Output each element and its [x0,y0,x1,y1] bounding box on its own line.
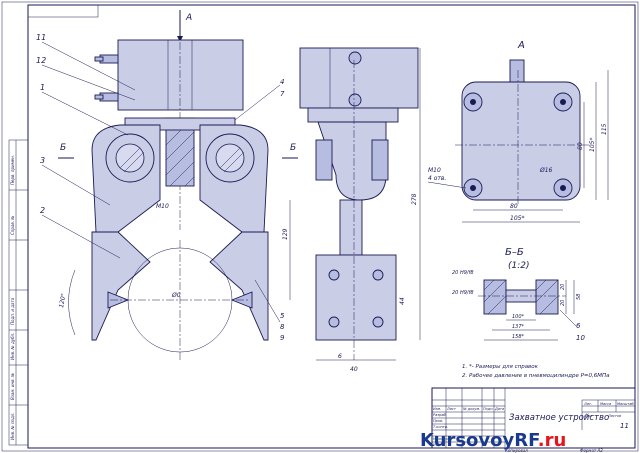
callout-5: 5 [280,312,285,320]
copy-label: Копировал [505,448,528,453]
callout-3: 3 [40,156,45,165]
tb-lit: Лит. [583,402,592,406]
dim-278: 278 [411,193,418,205]
dim-diameter: Ø0 [171,292,181,299]
tb-row: Утв. [433,443,440,447]
dim-b-20b: 20 [560,300,566,306]
fit-2: 20 H9/f8 [452,290,474,296]
section-b-scale: (1:2) [508,261,530,271]
section-b-right: Б [290,143,296,153]
callout-8: 8 [280,323,285,331]
section-b-title: Б–Б [505,247,524,258]
dim-40: 40 [350,366,358,373]
dim-a-115: 115 [601,123,608,135]
tb-scale: Масштаб [617,402,634,406]
callout-4: 4 [280,78,284,86]
drawing-title: Захватное устройство [509,413,609,423]
callout-2: 2 [40,206,45,215]
side-view: 278 44 6 40 [299,47,421,373]
section-b-left: Б [60,143,66,153]
pneumatic-cylinder [117,39,244,111]
margin-label: Взам. инв. № [10,373,15,400]
dim-44: 44 [399,297,406,305]
margin-label: Инв. № подл. [10,412,15,440]
tb-sheet: Лист [583,414,594,418]
tb-sheets: Листов [607,414,621,418]
dim-b-158: 158* [512,334,525,340]
margin-label: Инв. № дубл. [10,333,15,360]
note-1: 1. *- Размеры для справок [462,364,539,370]
left-jaw [91,231,151,341]
callout-7: 7 [280,90,285,98]
view-a-marker: А [185,13,192,23]
view-a-body [461,81,581,201]
dim-b-137: 137* [512,324,525,330]
tb-row: Пров. [433,419,443,423]
callout-10: 10 [576,334,585,342]
dim-a-d16: Ø16 [539,167,553,174]
format-label: Формат А2 [580,448,603,453]
dim-b-100: 100* [512,314,525,320]
tb-col: Изм. [433,407,441,411]
dim-a-105: 105* [510,215,524,222]
margin-label: Подп. и дата [10,297,15,325]
dim-a-105v: 105* [589,138,596,152]
tb-col: Лист [446,407,457,411]
dim-6: 6 [338,353,342,360]
dim-a-80v: 80 [577,142,584,150]
callout-1: 1 [40,83,45,92]
front-view: А [36,10,298,360]
watermark-domain: .ru [538,430,567,451]
top-stamp [27,4,99,18]
callout-6: 6 [576,322,581,330]
dim-m10: М10 [156,203,169,210]
dim-a-m10: М10 [428,167,441,174]
dim-a-80: 80 [510,203,518,210]
view-a: А 80 105* 80 105* 115 М10 4 отв. Ø16 [427,40,609,223]
right-jaw [209,231,269,341]
callout-12: 12 [36,56,46,65]
tb-col: Дата [494,407,504,411]
dim-b-58: 58 [576,294,582,300]
watermark-main: KursovoyRF [420,430,539,451]
title-block: Изм. Лист № докум. Подп. Дата Разраб. Пр… [431,387,636,449]
tb-mass: Масса [600,402,611,406]
dim-129: 129 [282,228,289,240]
side-jaw-plate [315,254,397,341]
callout-11: 11 [36,33,46,42]
dim-a-holes: 4 отв. [428,175,446,182]
callout-9: 9 [280,334,285,342]
sheet-number: 11 [620,422,629,430]
dim-b-20a: 20 [560,284,566,290]
left-margin-strip: Перв. примен. Справ. № Подп. и дата Инв.… [8,139,29,446]
tb-row: Разраб. [433,413,447,417]
margin-label: Справ. № [10,216,15,235]
dim-angle: 120° [58,293,67,308]
tb-col: Подп. [483,407,494,411]
fit-1: 20 H9/f8 [452,270,474,276]
tb-row: Н.контр. [433,437,449,441]
tb-row: Т.контр. [433,425,448,429]
view-a-title: А [517,40,525,51]
watermark-text: KursovoyRF.ru [420,430,566,451]
tb-col: № докум. [462,407,480,411]
section-b: Б–Б (1:2) 20 H9/f8 20 H9/f8 100* 137* 15… [452,247,585,342]
note-2: 2. Рабочее давление в пневмоцилиндре P=0… [462,373,610,379]
margin-label: Перв. примен. [10,155,15,185]
watermark-logo: KursovoyRF.ru [420,430,566,451]
